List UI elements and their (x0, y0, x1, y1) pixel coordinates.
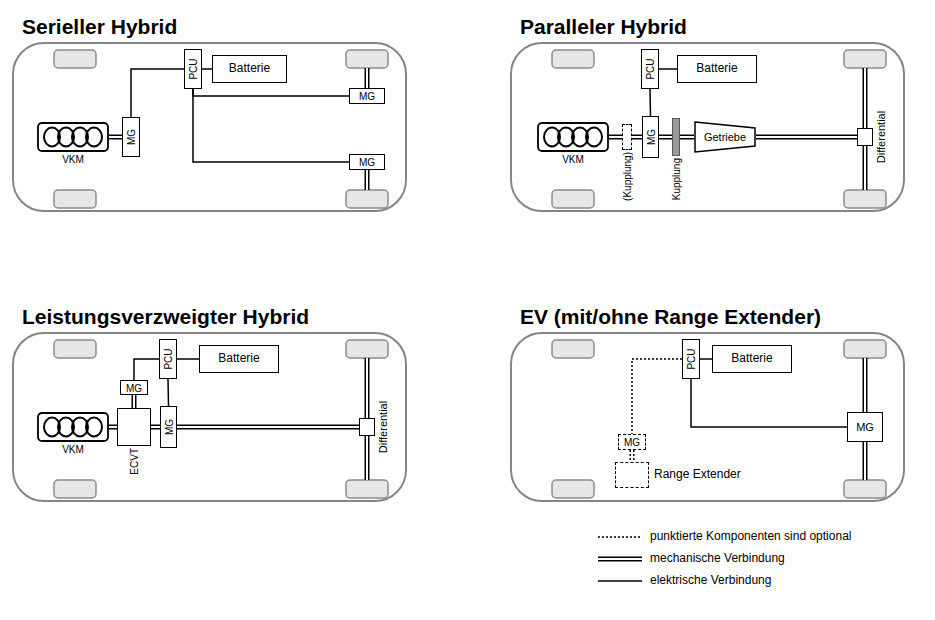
battery-box: Batterie (199, 345, 279, 373)
component-label: MG (126, 129, 137, 145)
component-label: MG (126, 382, 142, 393)
component-label: ECVT (129, 448, 140, 475)
component-label: MG (856, 421, 874, 433)
component-label: Batterie (731, 352, 772, 365)
component-label: Kupplung (671, 158, 682, 200)
component-label: MG (645, 129, 656, 145)
component-label: VKM (62, 444, 84, 455)
component-label: Differential (377, 401, 389, 453)
combustion-engine: VKM (537, 122, 609, 152)
panel-title: Paralleler Hybrid (520, 15, 687, 38)
mechanical-link (134, 395, 135, 408)
mechanical-link (151, 427, 160, 428)
legend-text: punktierte Komponenten sind optional (650, 530, 851, 543)
mechanical-link (609, 137, 622, 138)
optional-clutch: (Kupplung) (622, 124, 632, 150)
component-label: Getriebe (704, 131, 746, 143)
electrical-link (202, 69, 212, 70)
component-label: Batterie (696, 62, 737, 75)
component-label: PCU (188, 58, 199, 79)
motor-generator: MG (349, 88, 385, 104)
panel-title: EV (mit/ohne Range Extender) (520, 305, 821, 328)
electrical-link (650, 89, 652, 116)
component-label: MG (624, 437, 640, 448)
battery-box: Batterie (677, 55, 757, 83)
component-label: Batterie (229, 62, 270, 75)
legend-text: mechanische Verbindung (650, 552, 785, 565)
component-label: Differential (875, 111, 887, 163)
component-label: (Kupplung) (622, 152, 633, 201)
mechanical-link (659, 137, 672, 138)
power-control-unit: PCU (682, 339, 700, 379)
power-control-unit: PCU (184, 49, 202, 89)
combustion-engine: VKM (37, 122, 109, 152)
electrical-link (134, 359, 159, 380)
optional-motor-generator: MG (618, 434, 646, 450)
vehicle-outline: EV (mit/ohne Range Extender)PCUBatterieM… (510, 332, 905, 502)
double-line-sample (598, 557, 642, 562)
motor-generator: MG (349, 154, 385, 170)
mechanical-link (109, 137, 122, 138)
combustion-engine: VKM (37, 412, 109, 442)
electrical-link (131, 69, 184, 117)
electrical-link (691, 379, 847, 427)
electrical-link (168, 379, 170, 406)
legend-samples (598, 537, 642, 581)
component-label: Batterie (218, 352, 259, 365)
component-label: VKM (562, 154, 584, 165)
vehicle-outline: Paralleler HybridVKM(Kupplung)MGPCUBatte… (510, 42, 905, 212)
differential-box: Differential (857, 128, 873, 146)
engine-symbol (37, 412, 109, 442)
gearbox: Getriebe (694, 121, 756, 153)
clutch-bar: Kupplung (672, 118, 680, 156)
power-control-unit: PCU (159, 339, 177, 379)
electrical-link (177, 359, 199, 360)
mechanical-link (756, 137, 857, 138)
ecvt-box: ECVT (117, 408, 151, 446)
motor-generator: MG (122, 117, 140, 157)
electrical-link (659, 69, 677, 70)
motor-generator: MG (120, 380, 148, 395)
differential-box: Differential (359, 418, 375, 436)
range-extender: Range Extender (615, 462, 649, 488)
engine-symbol (37, 122, 109, 152)
component-label: PCU (686, 348, 697, 369)
component-label: PCU (645, 58, 656, 79)
engine-symbol (537, 122, 609, 152)
electrical-link (193, 89, 349, 96)
panel-title: Leistungsverzweigter Hybrid (22, 305, 309, 328)
battery-box: Batterie (212, 55, 287, 83)
legend-text: elektrische Verbindung (650, 574, 771, 587)
component-label: PCU (163, 348, 174, 369)
dotted-sample (598, 536, 642, 538)
wheel-set (552, 340, 886, 498)
panel-title: Serieller Hybrid (22, 15, 177, 38)
component-label: VKM (62, 154, 84, 165)
power-control-unit: PCU (641, 49, 659, 89)
mechanical-link (177, 427, 359, 428)
electrical-link (632, 359, 682, 434)
component-label: Range Extender (654, 468, 741, 481)
battery-box: Batterie (712, 345, 792, 373)
component-label: MG (359, 157, 375, 168)
motor-generator: MG (642, 116, 659, 158)
motor-generator: MG (847, 412, 883, 442)
vehicle-outline: Leistungsverzweigter HybridVKMECVTMGMGPC… (12, 332, 407, 502)
single-line-sample (598, 580, 642, 582)
rear-wheel-shafts (367, 68, 368, 190)
component-label: MG (163, 419, 174, 435)
mechanical-link (109, 427, 117, 428)
double-line-sample (598, 558, 642, 560)
mechanical-link (632, 450, 633, 462)
electrical-link (700, 359, 712, 360)
vehicle-outline: Serieller HybridVKMMGPCUBatterieMGMG (12, 42, 407, 212)
mechanical-link (680, 137, 694, 138)
electrical-link (193, 89, 349, 162)
component-label: MG (359, 91, 375, 102)
motor-generator: MG (160, 406, 177, 448)
mechanical-link (632, 137, 642, 138)
